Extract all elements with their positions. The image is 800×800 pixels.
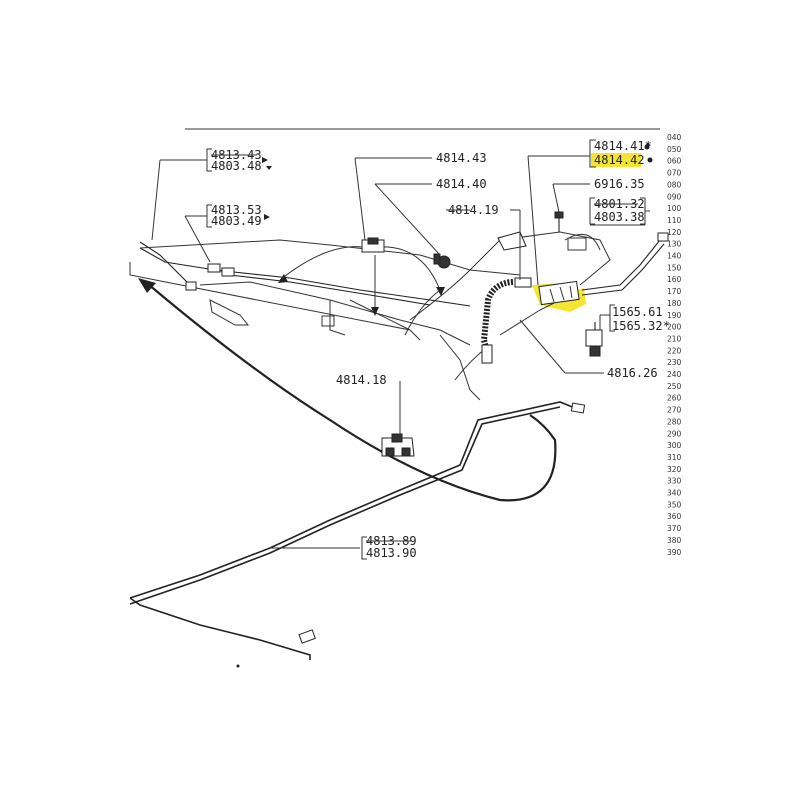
clip-4814-43 xyxy=(361,237,385,253)
label-4803-49: 4803.49 xyxy=(211,214,262,228)
label-4814-41: 4814.41* xyxy=(594,139,652,153)
scale-tick-label: 160 xyxy=(667,275,682,284)
scale-tick-label: 140 xyxy=(667,252,682,261)
label-4813-53: 4813.53 xyxy=(211,203,262,217)
label-brackets xyxy=(206,139,646,560)
brake-pipes xyxy=(129,232,669,660)
label-4814-19: 4814.19 xyxy=(448,203,499,217)
scale-tick-label: 300 xyxy=(667,441,682,450)
scale-tick-label: 210 xyxy=(667,334,682,343)
label-4814-40: 4814.40 xyxy=(436,177,487,191)
scale-tick-label: 230 xyxy=(667,358,682,367)
scale-tick-label: 110 xyxy=(667,216,682,225)
scale-tick-label: 220 xyxy=(667,346,682,355)
scale-tick-label: 330 xyxy=(667,477,682,486)
label-4814-18: 4814.18 xyxy=(336,373,387,387)
bolt-6916-35 xyxy=(554,211,564,232)
scale-tick-label: 130 xyxy=(667,240,682,249)
label-1565-61: 1565.61 xyxy=(612,305,663,319)
label-6916-35: 6916.35 xyxy=(594,177,645,191)
label-1565-32: 1565.32* xyxy=(612,319,670,333)
clip-4814-18 xyxy=(381,433,415,457)
scale-tick-label: 100 xyxy=(667,204,682,213)
scale-tick-label: 200 xyxy=(667,323,682,332)
clip-4814-19 xyxy=(497,231,527,251)
scale-tick-label: 280 xyxy=(667,417,682,426)
scale-tick-label: 340 xyxy=(667,489,682,498)
scale-tick-label: 380 xyxy=(667,536,682,545)
label-4816-26: 4816.26 xyxy=(607,366,658,380)
arrow-head xyxy=(138,278,156,293)
scale-tick-label: 260 xyxy=(667,394,682,403)
label-markers xyxy=(262,142,653,220)
scale-tick-label: 050 xyxy=(667,145,682,154)
scale-tick-label: 080 xyxy=(667,180,682,189)
scale-tick-label: 190 xyxy=(667,311,682,320)
stray-dot xyxy=(236,664,240,668)
scale-tick-label: 070 xyxy=(667,169,682,178)
scale-tick-label: 120 xyxy=(667,228,682,237)
label-4803-48: 4803.48 xyxy=(211,159,262,173)
scale-tick-label: 250 xyxy=(667,382,682,391)
reference-scale: 040 050 060 070 080 090 100 110 120 130 140 150 160 1… xyxy=(667,133,682,557)
scale-tick-label: 320 xyxy=(667,465,682,474)
scale-tick-label: 180 xyxy=(667,299,682,308)
assembly-direction-arrow xyxy=(147,283,557,502)
label-4813-90: 4813.90 xyxy=(366,546,417,560)
highlight-4814-42 xyxy=(591,153,641,167)
label-4803-38: 4803.38 xyxy=(594,210,645,224)
scale-tick-label: 370 xyxy=(667,524,682,533)
scale-tick-label: 170 xyxy=(667,287,682,296)
flexible-brake-hose xyxy=(480,278,521,356)
scale-tick-label: 360 xyxy=(667,512,682,521)
scale-tick-label: 150 xyxy=(667,263,682,272)
switch-1565-61 xyxy=(585,322,603,357)
scale-tick-label: 060 xyxy=(667,157,682,166)
clip-4814-40 xyxy=(433,253,451,269)
scale-tick-label: 390 xyxy=(667,548,682,557)
scale-tick-label: 090 xyxy=(667,192,682,201)
label-4814-42: 4814.42 xyxy=(594,153,645,167)
scale-tick-label: 310 xyxy=(667,453,682,462)
scale-tick-label: 240 xyxy=(667,370,682,379)
label-4814-43: 4814.43 xyxy=(436,151,487,165)
scale-tick-label: 350 xyxy=(667,500,682,509)
scale-tick-label: 290 xyxy=(667,429,682,438)
scale-tick-label: 040 xyxy=(667,133,682,142)
scale-tick-label: 270 xyxy=(667,406,682,415)
